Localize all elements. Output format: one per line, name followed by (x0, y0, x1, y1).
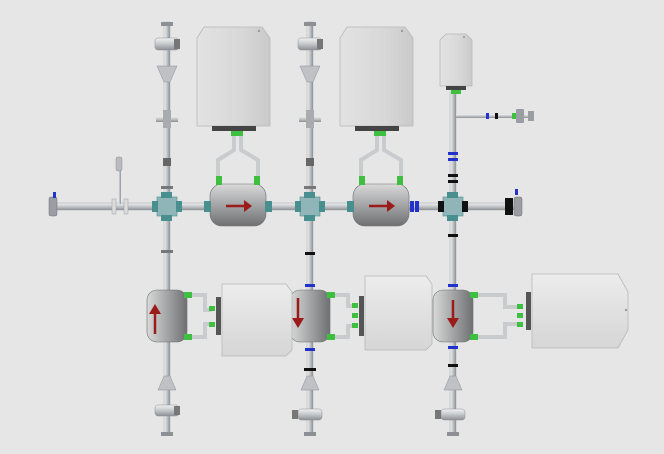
storage-bag-icon (196, 26, 271, 178)
flow-arrow-icon (447, 300, 459, 328)
header-clamp-left (111, 198, 129, 215)
right-end-cap-icon (505, 189, 523, 217)
storage-bag-icon (439, 33, 473, 94)
storage-bag-icon (339, 26, 414, 178)
flow-arrow-icon (369, 200, 395, 212)
flow-arrow-icon (226, 200, 252, 212)
cross-junction-icon (295, 192, 325, 221)
storage-bag-icon (364, 275, 433, 351)
left-column (152, 21, 182, 436)
middle-column (292, 21, 325, 436)
right-column (435, 91, 534, 436)
left-end-cap-icon (48, 192, 58, 217)
pinch-clamp-icon (161, 186, 316, 371)
filter-cartridge-icon (347, 176, 419, 227)
flow-arrow-icon (149, 304, 161, 334)
flow-arrow-icon (292, 298, 304, 328)
storage-bag-icon (531, 273, 629, 349)
cross-junction-icon (152, 192, 182, 221)
filter-cartridge-icon (146, 289, 221, 343)
filter-cartridge-icon (204, 176, 272, 227)
cross-junction-icon (438, 192, 468, 221)
filter-cartridge-icon (289, 289, 364, 343)
sample-valve-icon (115, 156, 123, 204)
storage-bag-icon (221, 283, 293, 357)
filter-cartridge-icon (432, 289, 531, 343)
